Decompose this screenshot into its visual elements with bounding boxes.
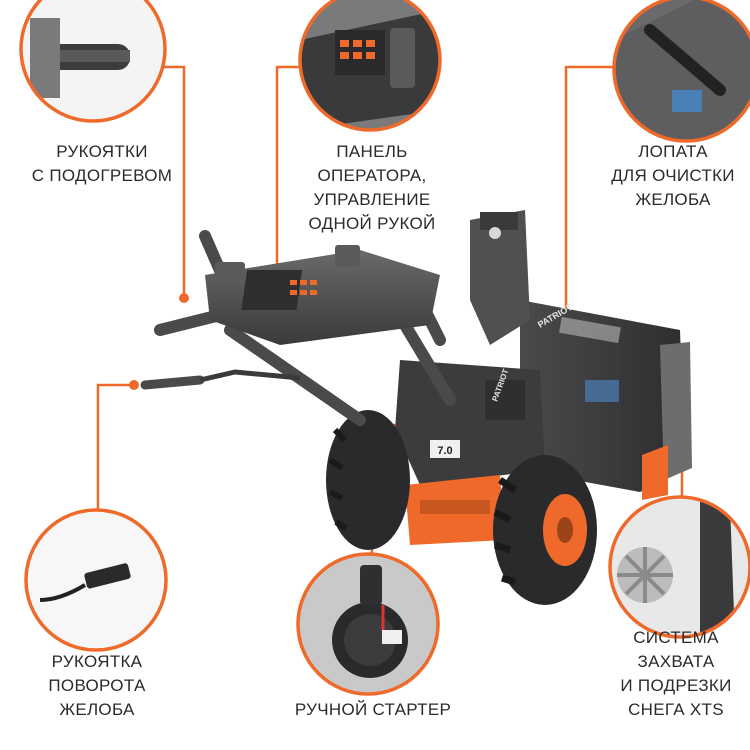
speed-lever [215, 262, 245, 280]
label-chute-rotation-line2: поворота [48, 676, 146, 695]
label-heated-handles-line1: Рукоятки [56, 142, 148, 161]
label-xts-system-line3: и подрезки [620, 676, 732, 695]
label-chute-shovel-line1: Лопата [638, 142, 708, 161]
label-chute-shovel-line2: для очистки [611, 166, 735, 185]
discharge-chute [470, 210, 530, 345]
frame-crossbar [420, 500, 490, 514]
label-chute-rotation: Рукоятка поворота желоба [22, 650, 172, 722]
label-xts-system: Система захвата и подрезки снега XTS [606, 626, 746, 722]
label-operator-panel-line4: одной рукой [308, 214, 436, 233]
snow-blower-illustration: PATRIOT 7.0 PATRIOT [140, 210, 692, 605]
panel-display [241, 270, 303, 310]
label-operator-panel-line2: оператора, [317, 166, 427, 185]
panel-buttons [290, 280, 317, 295]
callout-chute-rotation [24, 508, 168, 652]
label-operator-panel-line1: Панель [336, 142, 408, 161]
callout-heated-handles [19, 0, 167, 123]
callout-operator-panel [298, 0, 442, 132]
label-manual-starter-line1: Ручной стартер [294, 700, 452, 719]
label-chute-shovel: Лопата для очистки желоба [598, 140, 748, 212]
engine-cover [485, 380, 525, 420]
label-chute-shovel-line3: желоба [635, 190, 711, 209]
label-xts-system-line2: захвата [637, 652, 715, 671]
housing-brand-decal [559, 316, 621, 344]
callout-xts-system [608, 495, 750, 639]
label-heated-handles-line2: с подогревом [31, 166, 173, 185]
chute-rotation-crank [199, 369, 301, 383]
label-operator-panel-line3: управление [313, 190, 431, 209]
label-manual-starter: Ручной стартер [283, 698, 463, 722]
chute-deflector [480, 212, 518, 230]
label-chute-rotation-line1: Рукоятка [51, 652, 143, 671]
engine-badge-text: 7.0 [437, 445, 452, 457]
left-wheel [326, 410, 410, 550]
callout-manual-starter [296, 552, 440, 696]
label-chute-rotation-line3: желоба [59, 700, 135, 719]
label-xts-system-line1: Система [633, 628, 719, 647]
leader-chute-rotation [96, 383, 134, 510]
dot-chute-rotation [129, 380, 139, 390]
label-xts-system-line4: снега XTS [628, 700, 724, 719]
skid-shoe [642, 445, 668, 500]
dot-heated-handles [179, 293, 189, 303]
left-wheel-tread [328, 427, 348, 531]
label-operator-panel: Панель оператора, управление одной рукой [292, 140, 452, 236]
callout-chute-shovel [612, 0, 750, 143]
leader-chute-shovel [564, 65, 617, 362]
label-heated-handles: Рукоятки с подогревом [22, 140, 182, 188]
joystick [335, 245, 360, 267]
chute-emblem [489, 227, 501, 239]
chute-rotation-rod [140, 375, 205, 390]
right-wheel-tread [493, 477, 517, 586]
right-wheel-hub [557, 517, 573, 543]
warning-sticker [585, 380, 619, 402]
engine-badge [430, 440, 460, 458]
